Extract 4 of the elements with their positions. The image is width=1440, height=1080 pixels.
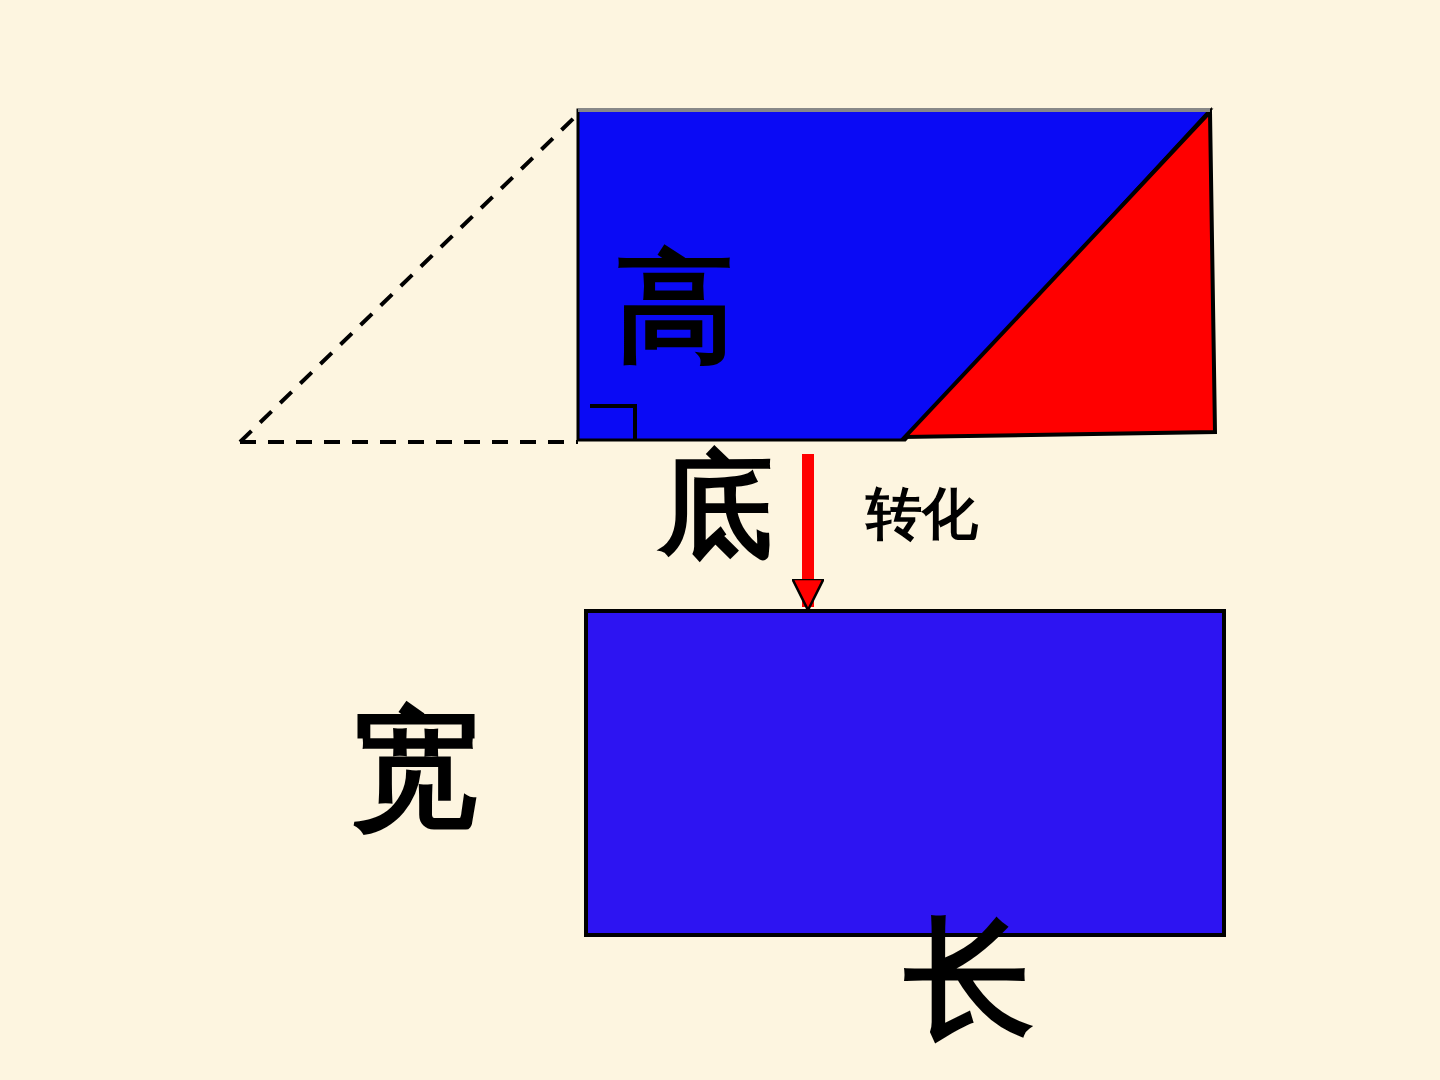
arrow	[791, 454, 825, 612]
edge-label: 转化	[866, 486, 978, 542]
length-label: 长	[904, 914, 1034, 1044]
parallelogram-drawing	[238, 108, 1220, 444]
